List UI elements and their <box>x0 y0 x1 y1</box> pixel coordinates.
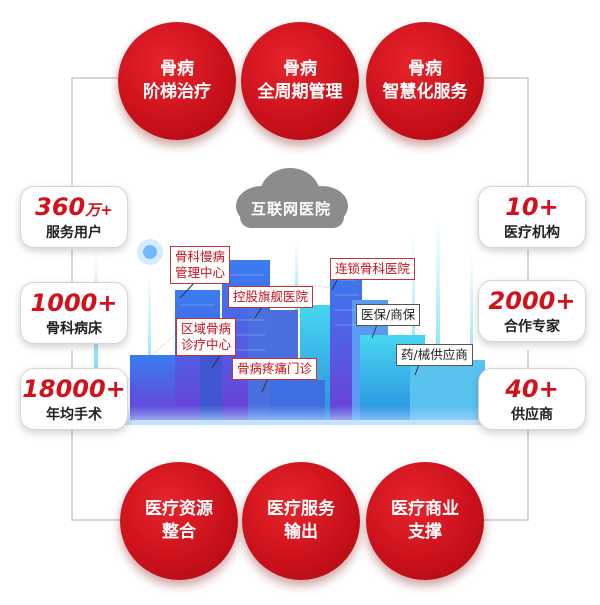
tag-line: 骨科慢病 <box>175 249 226 264</box>
stat-number: 2000+ <box>488 286 576 315</box>
circle-medical-business-support: 医疗商业 支撑 <box>366 462 484 580</box>
tag-line: 管理中心 <box>175 265 226 280</box>
circle-line: 骨病 <box>283 59 317 79</box>
glow-dot <box>143 245 157 259</box>
tag-line: 诊疗中心 <box>181 337 232 352</box>
stat-medical-institutions: 10+ 医疗机构 <box>478 186 586 248</box>
circle-line: 骨病 <box>408 59 442 79</box>
stat-label: 医疗机构 <box>504 224 560 241</box>
circle-line: 阶梯治疗 <box>143 82 211 102</box>
stat-number: 40+ <box>505 374 559 403</box>
stat-number: 10+ <box>505 192 559 221</box>
stat-number: 18000+ <box>22 374 126 403</box>
stat-annual-surgeries: 18000+ 年均手术 <box>20 368 128 430</box>
tag-insurance: 医保/商保 <box>356 304 421 326</box>
stat-number: 360万+ <box>35 192 113 221</box>
stat-suppliers: 40+ 供应商 <box>478 368 586 430</box>
tag-chain-hospital: 连锁骨科医院 <box>330 258 416 280</box>
circle-line: 智慧化服务 <box>382 82 468 102</box>
circle-bone-lifecycle-management: 骨病 全周期管理 <box>241 22 359 140</box>
stat-label: 骨科病床 <box>46 320 102 337</box>
stat-label: 合作专家 <box>504 318 560 335</box>
circle-line: 支撑 <box>408 522 442 542</box>
tag-flagship-hospital: 控股旗舰医院 <box>228 286 314 308</box>
stat-label: 服务用户 <box>46 224 102 241</box>
tag-pointers <box>179 273 421 393</box>
stat-orthopedic-beds: 1000+ 骨科病床 <box>20 282 128 344</box>
cloud-shape <box>236 168 348 228</box>
connector-lines <box>71 77 529 521</box>
tag-regional-center: 区域骨病 诊疗中心 <box>176 318 237 356</box>
circle-medical-service-output: 医疗服务 输出 <box>242 462 360 580</box>
circle-line: 输出 <box>284 522 318 542</box>
stat-label: 年均手术 <box>46 406 102 423</box>
circle-line: 全周期管理 <box>257 82 343 102</box>
stat-label: 供应商 <box>511 406 553 423</box>
circle-medical-resource-integration: 医疗资源 整合 <box>120 462 238 580</box>
tag-chronic-disease-center: 骨科慢病 管理中心 <box>170 246 231 284</box>
circle-line: 医疗资源 <box>145 499 213 519</box>
internet-hospital-title: 互联网医院 <box>250 200 331 218</box>
stat-partner-experts: 2000+ 合作专家 <box>478 280 586 342</box>
stat-service-users: 360万+ 服务用户 <box>20 186 128 248</box>
tag-pain-clinic: 骨病疼痛门诊 <box>232 358 318 380</box>
stat-number: 1000+ <box>30 288 118 317</box>
circle-line: 整合 <box>162 522 196 542</box>
tag-line: 区域骨病 <box>181 321 232 336</box>
circle-line: 骨病 <box>160 59 194 79</box>
tag-supplier: 药/械供应商 <box>396 344 473 366</box>
circle-line: 医疗商业 <box>391 499 459 519</box>
circle-bone-stepped-treatment: 骨病 阶梯治疗 <box>118 22 236 140</box>
circle-line: 医疗服务 <box>267 499 335 519</box>
circle-bone-smart-service: 骨病 智慧化服务 <box>366 22 484 140</box>
